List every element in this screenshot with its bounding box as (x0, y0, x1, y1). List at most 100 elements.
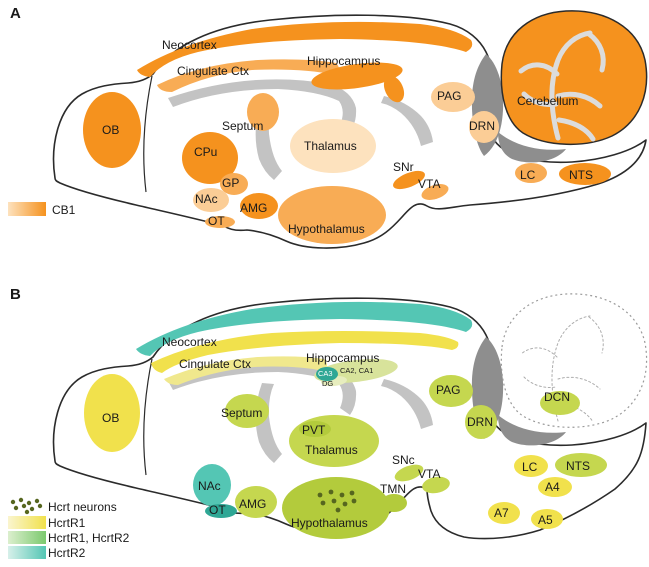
legend-label-cb1: CB1 (52, 203, 76, 217)
region-blob-nts-b (555, 453, 607, 477)
folia-line (521, 91, 559, 107)
region-blob-thalamus-a (290, 119, 376, 173)
region-label-hippocampus-a: Hippocampus (307, 54, 380, 68)
region-label-neocortex-a: Neocortex (162, 38, 217, 52)
region-label-thalamus-b: Thalamus (305, 443, 358, 457)
hcrt-neuron-dots-hypothalamus (317, 489, 357, 513)
region-blob-pag-b (429, 375, 473, 407)
hcrt-neuron-dot (342, 501, 348, 507)
folia-dotted-line (557, 376, 601, 390)
hcrt-neuron-dot (26, 500, 32, 506)
panel-b: Neocortex Cingulate Ctx Hippocampus CA3 … (8, 286, 648, 560)
hcrt-neuron-dot (37, 503, 43, 509)
region-label-hippocampus-b: Hippocampus (306, 351, 379, 365)
region-label-amg-a: AMG (240, 201, 267, 215)
region-label-nac-b: NAc (198, 479, 221, 493)
region-label-ot-a: OT (208, 214, 225, 228)
region-label-thalamus-a: Thalamus (304, 139, 357, 153)
legend-b: Hcrt neurons HcrtR1 HcrtR1, HcrtR2 HcrtR… (8, 497, 130, 560)
region-blob-ot-b (205, 504, 237, 518)
region-label-cingulate-a: Cingulate Ctx (177, 64, 249, 78)
ob-boundary-a (143, 75, 153, 193)
legend-label-hcrtr1: HcrtR1 (48, 516, 86, 530)
folia-line (518, 62, 560, 77)
hcrt-neuron-dot (351, 498, 357, 504)
region-blob-septum-b (225, 394, 269, 428)
region-blob-ca3-b (316, 367, 338, 381)
region-blob-drn-b (465, 405, 497, 439)
hcrt-neuron-dot (21, 503, 27, 509)
hcrt-neurons-swatch (10, 497, 43, 515)
region-label-neocortex-b: Neocortex (162, 335, 217, 349)
region-label-septum-a: Septum (222, 119, 263, 133)
hcrt-neuron-dot (335, 507, 341, 513)
region-label-drn-b: DRN (467, 415, 493, 429)
region-blob-gp-a (220, 173, 248, 195)
region-blob-pvt-b (299, 421, 331, 437)
region-blob-neocortex-a (137, 21, 473, 77)
region-blob-ob-b (84, 374, 140, 452)
folia-line (549, 30, 593, 141)
cerebellum-outline-b (500, 293, 648, 428)
region-label-lc-a: LC (520, 168, 536, 182)
region-blob-nac-a (193, 188, 229, 212)
region-blob-vta-b (422, 476, 450, 494)
hcrt-neuron-dot (328, 489, 334, 495)
region-blob-hypothalamus-b (282, 477, 390, 539)
region-label-a4-b: A4 (545, 480, 560, 494)
region-label-drn-a: DRN (469, 119, 495, 133)
legend-label-hcrtr2: HcrtR2 (48, 546, 86, 560)
region-label-snc-b: SNc (392, 453, 415, 467)
region-blob-ot-a (205, 216, 235, 228)
legend-label-hcrt-neurons: Hcrt neurons (48, 500, 117, 514)
legend-a: CB1 (8, 202, 76, 217)
internal-capsule-b (381, 379, 433, 429)
region-blob-pag-a (431, 82, 475, 112)
hcrtr1-gradient-swatch (8, 516, 46, 529)
panel-a: Neocortex Cingulate Ctx Hippocampus OB S… (8, 5, 648, 249)
region-blob-vta-a (421, 184, 449, 200)
region-blob-snr-a (393, 170, 425, 190)
region-label-pag-a: PAG (437, 89, 461, 103)
region-label-hypothalamus-b: Hypothalamus (291, 516, 368, 530)
legend-label-hcrtr1-r2: HcrtR1, HcrtR2 (48, 531, 130, 545)
region-label-pag-b: PAG (436, 383, 460, 397)
panel-b-letter: B (10, 286, 21, 303)
region-label-tmn-b: TMN (380, 482, 406, 496)
region-label-nts-a: NTS (569, 168, 593, 182)
region-blob-a5-b (531, 509, 563, 529)
region-blob-cpu-a (182, 132, 238, 184)
region-label-amg-b: AMG (239, 497, 266, 511)
region-blob-hippocampus-a (311, 62, 403, 90)
region-blob-lc-a (515, 163, 547, 183)
hcrt-neuron-dot (29, 506, 35, 512)
region-blob-neocortex-yellow-b (151, 331, 459, 373)
corpus-callosum-a (168, 79, 357, 132)
folia-dotted-line (558, 402, 594, 423)
hcrt-neuron-dot (317, 492, 323, 498)
region-blob-hippocampus-tail-a (383, 75, 405, 103)
hcrtr2-gradient-swatch (8, 546, 46, 559)
hcrt-neuron-dot (320, 500, 326, 506)
region-blob-cingulate-b (164, 356, 327, 385)
hcrt-neuron-dot (331, 498, 337, 504)
region-label-vta-a: VTA (418, 177, 440, 191)
region-label-ca2-ca1-b: CA2, CA1 (340, 366, 373, 375)
region-blob-nts-a (559, 163, 611, 185)
region-label-nts-b: NTS (566, 459, 590, 473)
region-blob-septum-a (247, 93, 279, 131)
region-blob-drn-a (469, 111, 499, 143)
region-blob-hypothalamus-a (278, 186, 386, 244)
region-blob-dcn-b (540, 391, 580, 415)
region-label-snr-a: SNr (393, 160, 414, 174)
pons-wedge-a (498, 132, 566, 163)
region-blob-snc-b (394, 464, 424, 482)
folia-line (556, 117, 596, 142)
hcrt-neuron-dot (24, 509, 30, 515)
hcrt-neuron-dot (34, 498, 40, 504)
region-blob-amg-a (240, 193, 278, 219)
internal-capsule-a (381, 96, 433, 146)
region-label-septum-b: Septum (221, 406, 262, 420)
region-blob-a4-b (538, 477, 572, 497)
region-label-a5-b: A5 (538, 513, 553, 527)
